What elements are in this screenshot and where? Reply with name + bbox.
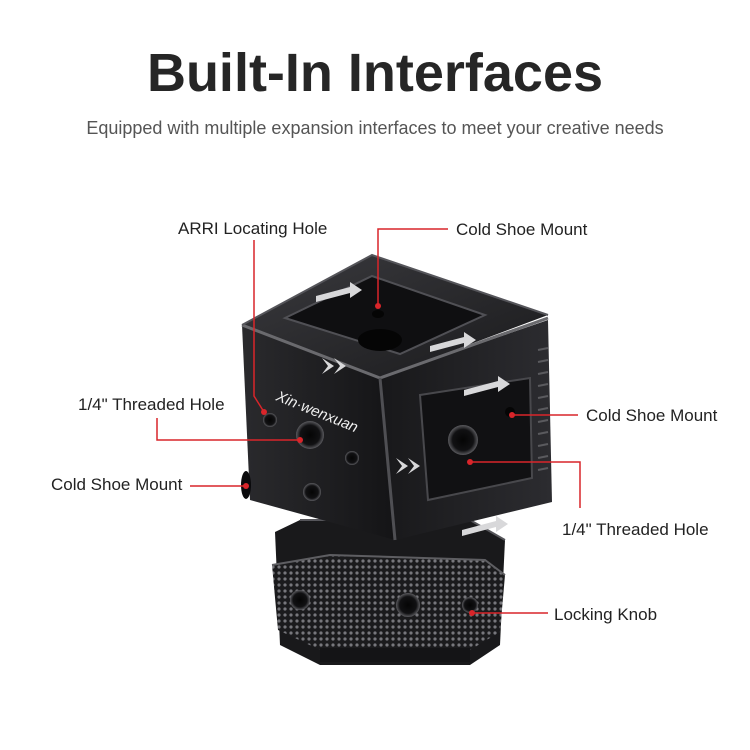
- locking-knob-base: [271, 519, 506, 665]
- cube-body: [241, 253, 552, 541]
- callout-arri-locating-hole: ARRI Locating Hole: [178, 219, 328, 238]
- callout-threaded-hole-left: 1/4" Threaded Hole: [78, 395, 225, 414]
- callout-cold-shoe-top: Cold Shoe Mount: [456, 220, 588, 239]
- page-subtitle: Equipped with multiple expansion interfa…: [86, 118, 664, 138]
- callout-cold-shoe-right: Cold Shoe Mount: [586, 406, 718, 425]
- leader-lines: [156, 228, 581, 614]
- callout-cold-shoe-left: Cold Shoe Mount: [51, 475, 183, 494]
- callout-threaded-hole-right: 1/4" Threaded Hole: [562, 520, 709, 539]
- page-title: Built-In Interfaces: [146, 43, 604, 103]
- callout-locking-knob: Locking Knob: [554, 605, 658, 624]
